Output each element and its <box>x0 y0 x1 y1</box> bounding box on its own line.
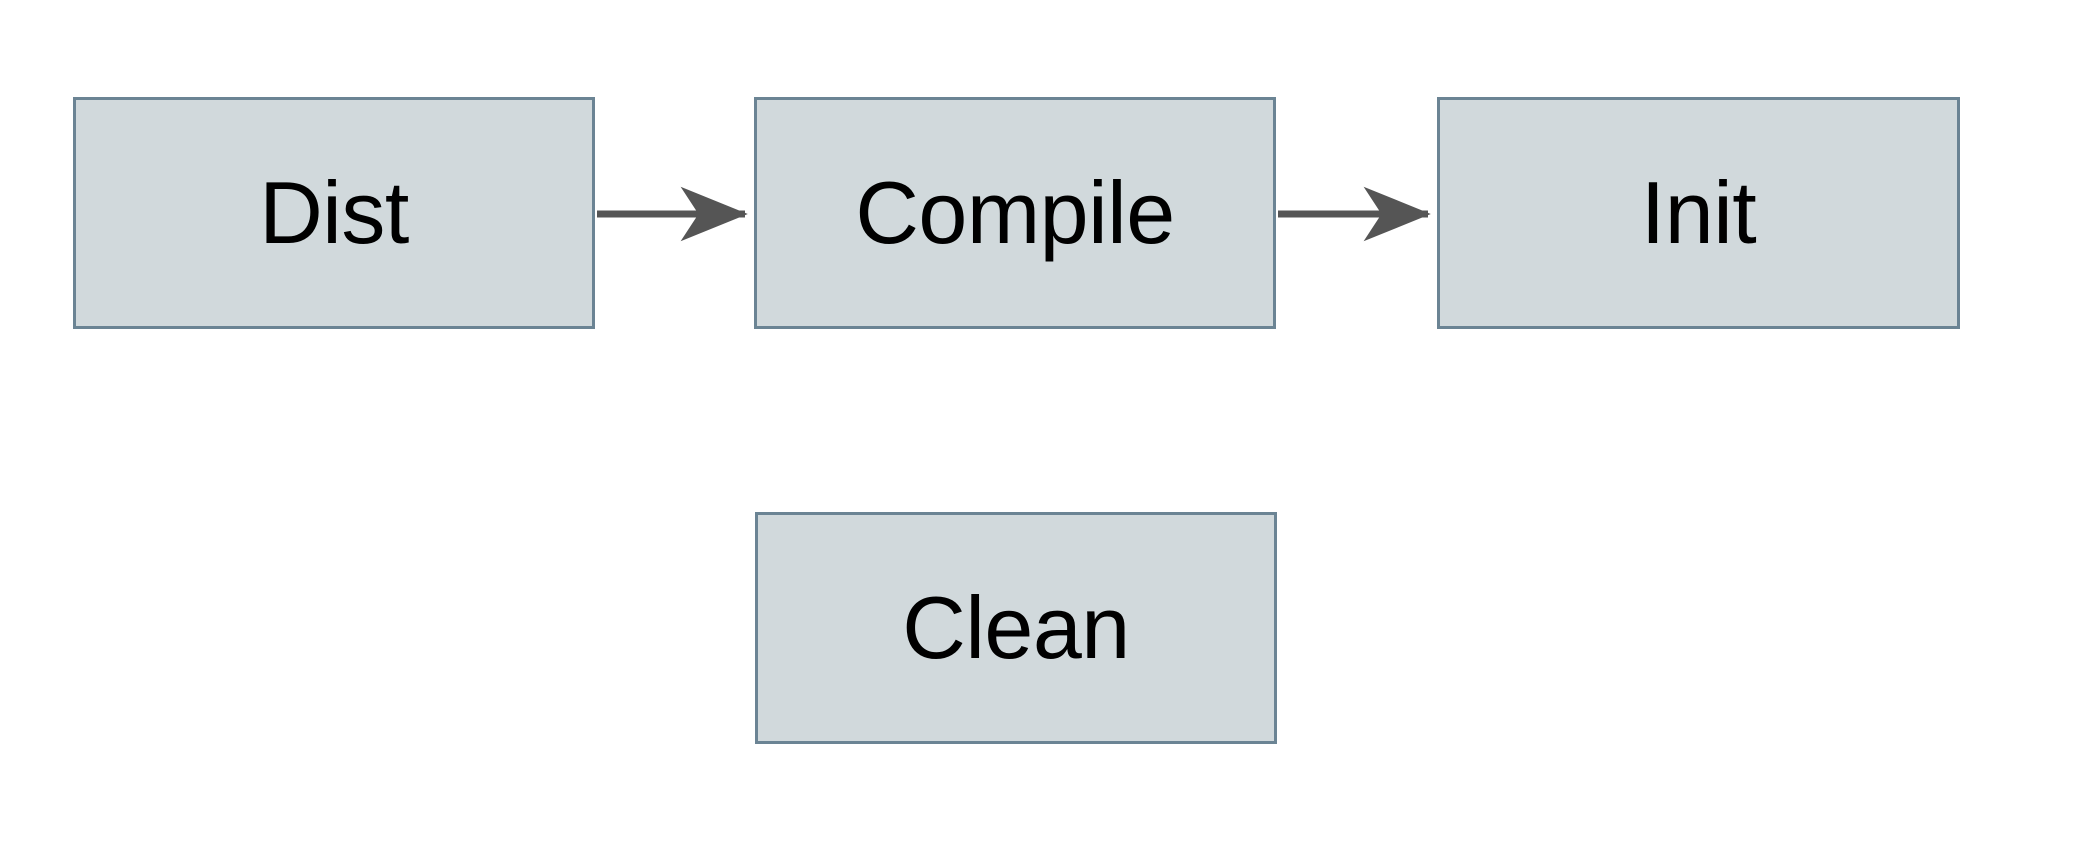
node-label-init: Init <box>1640 163 1757 262</box>
node-compile[interactable]: Compile <box>754 97 1276 329</box>
node-clean[interactable]: Clean <box>755 512 1277 744</box>
node-label-dist: Dist <box>259 163 409 262</box>
node-label-clean: Clean <box>902 578 1130 677</box>
node-init[interactable]: Init <box>1437 97 1960 329</box>
node-label-compile: Compile <box>855 163 1175 262</box>
node-dist[interactable]: Dist <box>73 97 595 329</box>
